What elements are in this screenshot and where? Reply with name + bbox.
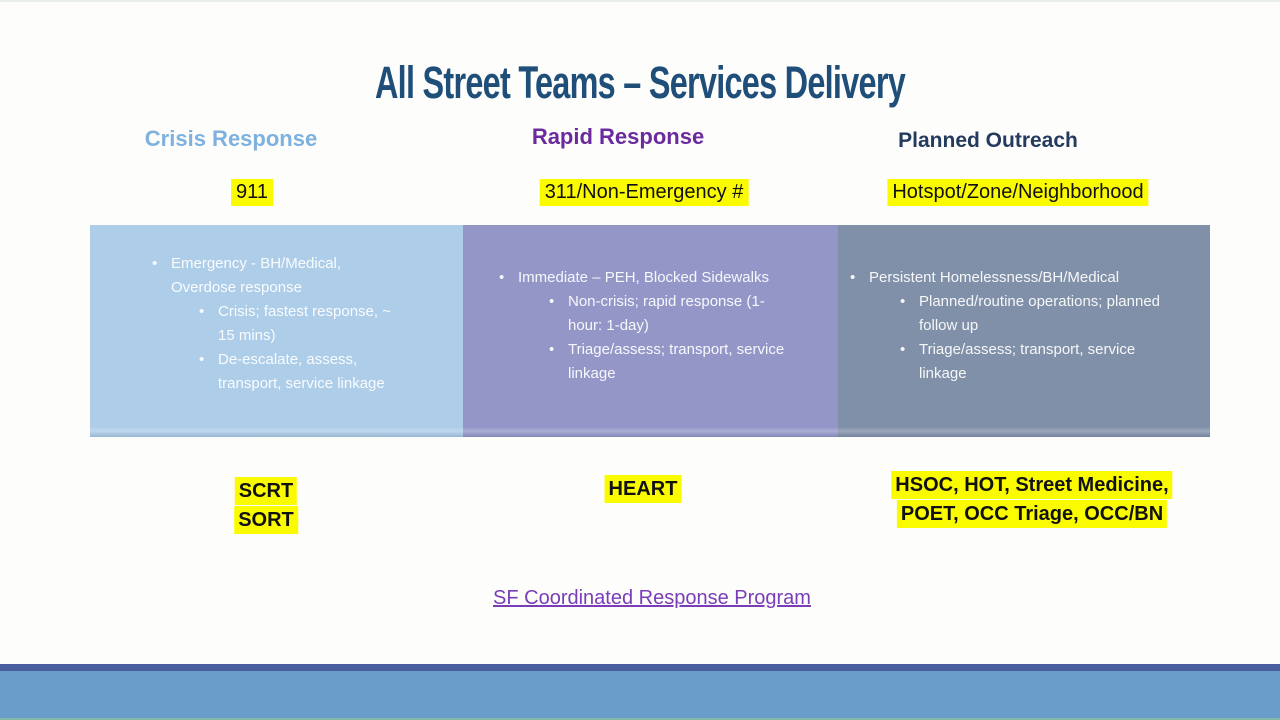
bullet-item: Planned/routine operations; planned foll… [900,290,1194,338]
rapid-response-box: Immediate – PEH, Blocked Sidewalks Non-c… [463,225,838,437]
team-label-hsoc-line2: POET, OCC Triage, OCC/BN [896,500,1168,528]
top-edge-line [0,0,1280,2]
bullet-item: Immediate – PEH, Blocked Sidewalks [499,266,820,290]
channel-label-311: 311/Non-Emergency # [539,179,749,206]
footer-teal-edge-line [0,718,1280,720]
channel-label-hotspot: Hotspot/Zone/Neighborhood [887,179,1149,206]
team-label-sort: SORT [234,506,298,534]
footer-light-blue-bar [0,671,1280,720]
bullet-item: Non-crisis; rapid response (1- hour: 1-d… [549,290,820,338]
planned-outreach-box: Persistent Homelessness/BH/Medical Plann… [838,225,1210,437]
team-label-hsoc-line1: HSOC, HOT, Street Medicine, [891,471,1173,499]
column-header-rapid-response: Rapid Response [531,124,705,149]
bullet-item: Persistent Homelessness/BH/Medical [850,266,1194,290]
team-label-scrt: SCRT [234,477,298,505]
slide-title: All Street Teams – Services Delivery [374,57,906,108]
crisis-response-box: Emergency - BH/Medical, Overdose respons… [90,225,463,437]
column-header-crisis-response: Crisis Response [144,126,318,151]
sf-coordinated-response-program-link[interactable]: SF Coordinated Response Program [493,587,811,609]
bullet-item: De-escalate, assess, transport, service … [199,348,435,396]
bullet-item: Triage/assess; transport, service linkag… [900,338,1194,386]
bullet-item: Emergency - BH/Medical, Overdose respons… [152,252,435,300]
column-header-planned-outreach: Planned Outreach [898,129,1078,152]
bullet-item: Triage/assess; transport, service linkag… [549,338,820,386]
team-label-heart: HEART [604,475,682,503]
footer-dark-blue-bar [0,664,1280,671]
bullet-item: Crisis; fastest response, ~ 15 mins) [199,300,435,348]
channel-label-911: 911 [231,179,273,206]
